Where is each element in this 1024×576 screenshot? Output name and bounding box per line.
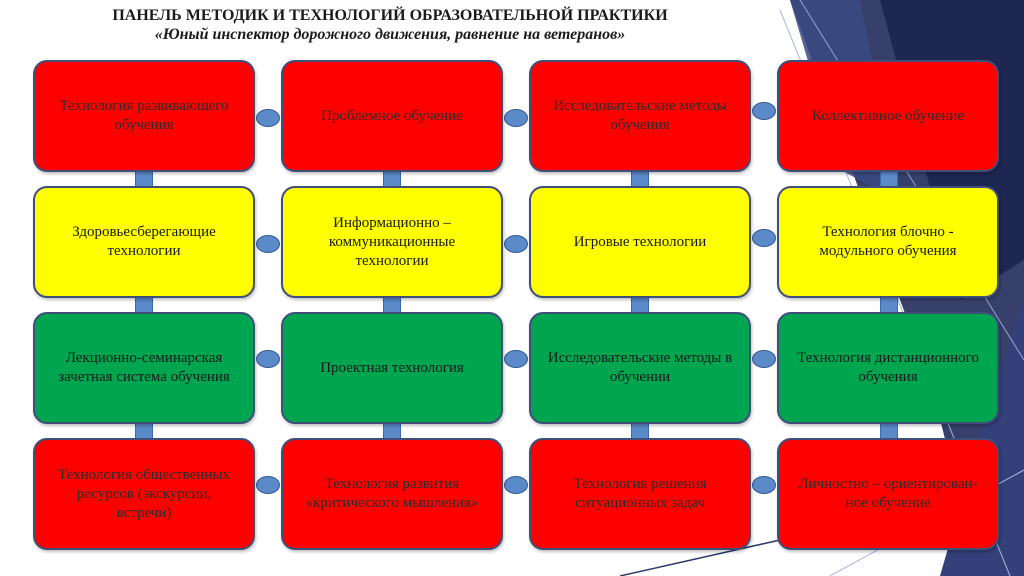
horizontal-connector	[752, 102, 776, 120]
method-card: Проектная технология	[281, 312, 503, 424]
vertical-connector	[383, 296, 401, 314]
vertical-connector	[631, 422, 649, 440]
card-label: Проблемное обучение	[321, 107, 463, 124]
method-card: Игровые технологии	[529, 186, 751, 298]
method-card: Технология развития «критического мышлен…	[281, 438, 503, 550]
card-label: Коллективное обучение	[811, 107, 965, 124]
vertical-connector	[880, 296, 898, 314]
horizontal-connector	[752, 476, 776, 494]
method-card: Коллективное обучение	[777, 60, 999, 172]
title-line-1: ПАНЕЛЬ МЕТОДИК И ТЕХНОЛОГИЙ ОБРАЗОВАТЕЛЬ…	[112, 7, 668, 24]
method-card: Исследовательские методы обучения	[529, 60, 751, 172]
card-label: Здоровьесберегающие технологии	[72, 224, 216, 259]
vertical-connector	[135, 422, 153, 440]
card-label: Игровые технологии	[573, 233, 707, 250]
card-label: Технология блочно - модульного обучения	[819, 224, 957, 259]
method-card: Личностно – ориентирован-ное обучение	[777, 438, 999, 550]
horizontal-connector	[504, 109, 528, 127]
card-label: Проектная технология	[320, 359, 464, 376]
vertical-connector	[135, 170, 153, 188]
card-label: Личностно – ориентирован-ное обучение	[798, 476, 978, 511]
vertical-connector	[135, 296, 153, 314]
method-card: Технология блочно - модульного обучения	[777, 186, 999, 298]
horizontal-connector	[504, 235, 528, 253]
vertical-connector	[880, 422, 898, 440]
card-label: Лекционно-семинарская зачетная система о…	[58, 350, 230, 385]
horizontal-connector	[752, 350, 776, 368]
method-card: Технология развивающего обучения	[33, 60, 255, 172]
vertical-connector	[383, 422, 401, 440]
card-label: Технология общественных ресурсов (экскур…	[58, 466, 230, 521]
card-label: Технология решения ситуационных задач	[573, 476, 707, 511]
method-card: Технология дистанционного обучения	[777, 312, 999, 424]
method-card: Лекционно-семинарская зачетная система о…	[33, 312, 255, 424]
card-label: Технология развития «критического мышлен…	[305, 476, 479, 511]
horizontal-connector	[256, 476, 280, 494]
horizontal-connector	[256, 350, 280, 368]
horizontal-connector	[256, 109, 280, 127]
card-label: Информационно – коммуникационные техноло…	[328, 214, 456, 269]
card-label: Технология дистанционного обучения	[797, 350, 979, 385]
method-card: Исследовательские методы в обучении	[529, 312, 751, 424]
vertical-connector	[631, 170, 649, 188]
method-card: Информационно – коммуникационные техноло…	[281, 186, 503, 298]
horizontal-connector	[256, 235, 280, 253]
method-card: Технология общественных ресурсов (экскур…	[33, 438, 255, 550]
method-card: Проблемное обучение	[281, 60, 503, 172]
horizontal-connector	[504, 476, 528, 494]
method-card: Здоровьесберегающие технологии	[33, 186, 255, 298]
card-label: Исследовательские методы в обучении	[547, 350, 733, 385]
vertical-connector	[880, 170, 898, 188]
card-label: Исследовательские методы обучения	[553, 98, 727, 133]
page-title: ПАНЕЛЬ МЕТОДИК И ТЕХНОЛОГИЙ ОБРАЗОВАТЕЛЬ…	[40, 6, 740, 44]
vertical-connector	[383, 170, 401, 188]
horizontal-connector	[752, 229, 776, 247]
vertical-connector	[631, 296, 649, 314]
method-card: Технология решения ситуационных задач	[529, 438, 751, 550]
horizontal-connector	[504, 350, 528, 368]
title-line-2: «Юный инспектор дорожного движения, равн…	[154, 26, 626, 43]
card-label: Технология развивающего обучения	[59, 98, 229, 133]
